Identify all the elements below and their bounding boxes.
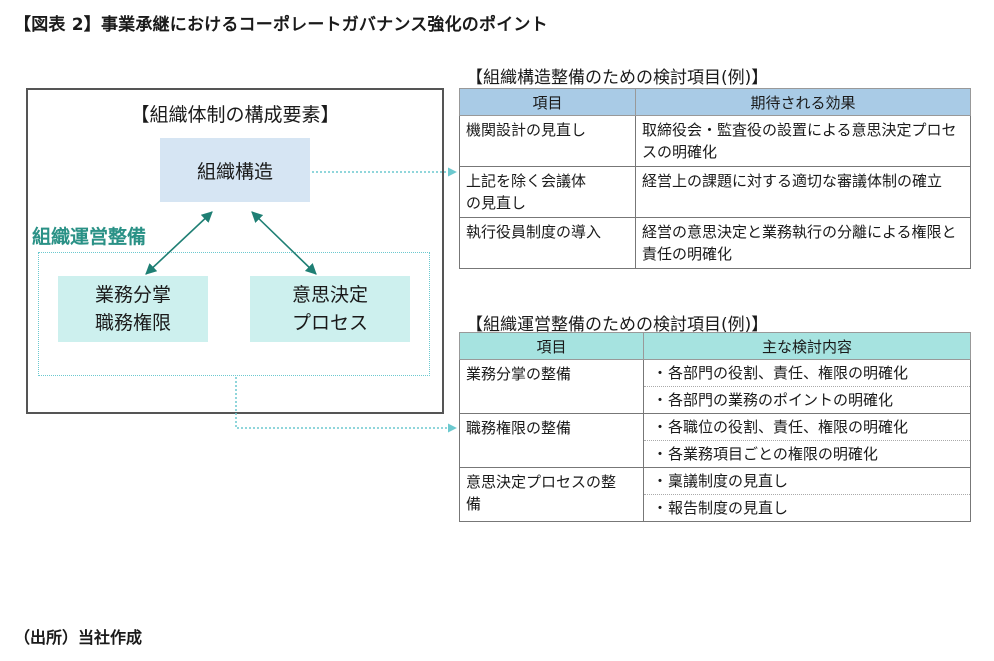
row-item: 職務権限の整備: [459, 413, 644, 468]
figure-title: 【図表 2】事業承継におけるコーポレートガバナンス強化のポイント: [14, 15, 548, 35]
row-item: 執行役員制度の導入: [459, 217, 636, 269]
row-points: ・各部門の役割、責任、権限の明確化 ・各部門の業務のポイントの明確化: [643, 359, 971, 414]
point-text: 各職位の役割、責任、権限の明確化: [668, 418, 909, 436]
org-diagram-title: 【組織体制の構成要素】: [130, 104, 340, 126]
row-effect: 経営の意思決定と業務執行の分離による権限と責任の明確化: [635, 217, 971, 269]
list-item: ・各部門の役割、責任、権限の明確化: [644, 360, 970, 386]
source-note: （出所）当社作成: [14, 628, 143, 647]
bullet-icon: ・: [652, 391, 668, 409]
column-header-item: 項目: [459, 332, 644, 360]
org-operations-frame: [38, 252, 430, 376]
column-header-content: 主な検討内容: [643, 332, 971, 360]
row-points: ・稟議制度の見直し ・報告制度の見直し: [643, 467, 971, 522]
list-item: ・各職位の役割、責任、権限の明確化: [644, 414, 970, 440]
table-row: 意思決定プロセスの整備 ・稟議制度の見直し ・報告制度の見直し: [459, 467, 971, 522]
structure-review-table: 項目 期待される効果 機関設計の見直し 取締役会・監査役の設置による意思決定プロ…: [459, 88, 971, 269]
table-row: 業務分掌の整備 ・各部門の役割、責任、権限の明確化 ・各部門の業務のポイントの明…: [459, 359, 971, 414]
row-item: 機関設計の見直し: [459, 115, 636, 167]
row-effect: 取締役会・監査役の設置による意思決定プロセスの明確化: [635, 115, 971, 167]
operations-table-caption: 【組織運営整備のための検討項目(例)】: [466, 315, 769, 335]
decision-line: 意思決定: [291, 284, 368, 306]
org-structure-box: 組織構造: [160, 138, 310, 202]
row-item: 業務分掌の整備: [459, 359, 644, 414]
row-item: 上記を除く会議体の見直し: [459, 166, 636, 218]
bullet-icon: ・: [652, 364, 668, 382]
table-row: 職務権限の整備 ・各職位の役割、責任、権限の明確化 ・各業務項目ごとの権限の明確…: [459, 413, 971, 468]
column-header-item: 項目: [459, 88, 636, 116]
duty-authority-box: 業務分掌 職務権限: [58, 276, 208, 342]
row-effect: 経営上の課題に対する適切な審議体制の確立: [635, 166, 971, 218]
row-points: ・各職位の役割、責任、権限の明確化 ・各業務項目ごとの権限の明確化: [643, 413, 971, 468]
list-item: ・稟議制度の見直し: [644, 468, 970, 494]
column-header-effect: 期待される効果: [635, 88, 971, 116]
org-structure-label: 組織構造: [196, 160, 273, 183]
table-row: 上記を除く会議体の見直し 経営上の課題に対する適切な審議体制の確立: [459, 166, 971, 218]
process-line: プロセス: [291, 312, 368, 334]
point-text: 各部門の役割、責任、権限の明確化: [668, 364, 909, 382]
authority-line: 職務権限: [94, 312, 171, 334]
org-structure-frame: [26, 88, 444, 414]
bullet-icon: ・: [652, 499, 668, 517]
table-row: 執行役員制度の導入 経営の意思決定と業務執行の分離による権限と責任の明確化: [459, 217, 971, 269]
list-item: ・各部門の業務のポイントの明確化: [644, 386, 970, 413]
org-operations-label: 組織運営整備: [32, 226, 147, 248]
point-text: 報告制度の見直し: [668, 499, 789, 517]
point-text: 各部門の業務のポイントの明確化: [668, 391, 894, 409]
operations-review-table: 項目 主な検討内容 業務分掌の整備 ・各部門の役割、責任、権限の明確化 ・各部門…: [459, 332, 971, 522]
duty-line: 業務分掌: [94, 284, 171, 306]
bullet-icon: ・: [652, 472, 668, 490]
row-item: 意思決定プロセスの整備: [459, 467, 644, 522]
table-row: 機関設計の見直し 取締役会・監査役の設置による意思決定プロセスの明確化: [459, 115, 971, 167]
decision-process-box: 意思決定 プロセス: [250, 276, 410, 342]
list-item: ・報告制度の見直し: [644, 494, 970, 521]
list-item: ・各業務項目ごとの権限の明確化: [644, 440, 970, 467]
bullet-icon: ・: [652, 445, 668, 463]
bullet-icon: ・: [652, 418, 668, 436]
point-text: 各業務項目ごとの権限の明確化: [668, 445, 878, 463]
structure-table-caption: 【組織構造整備のための検討項目(例)】: [466, 68, 769, 88]
point-text: 稟議制度の見直し: [668, 472, 789, 490]
